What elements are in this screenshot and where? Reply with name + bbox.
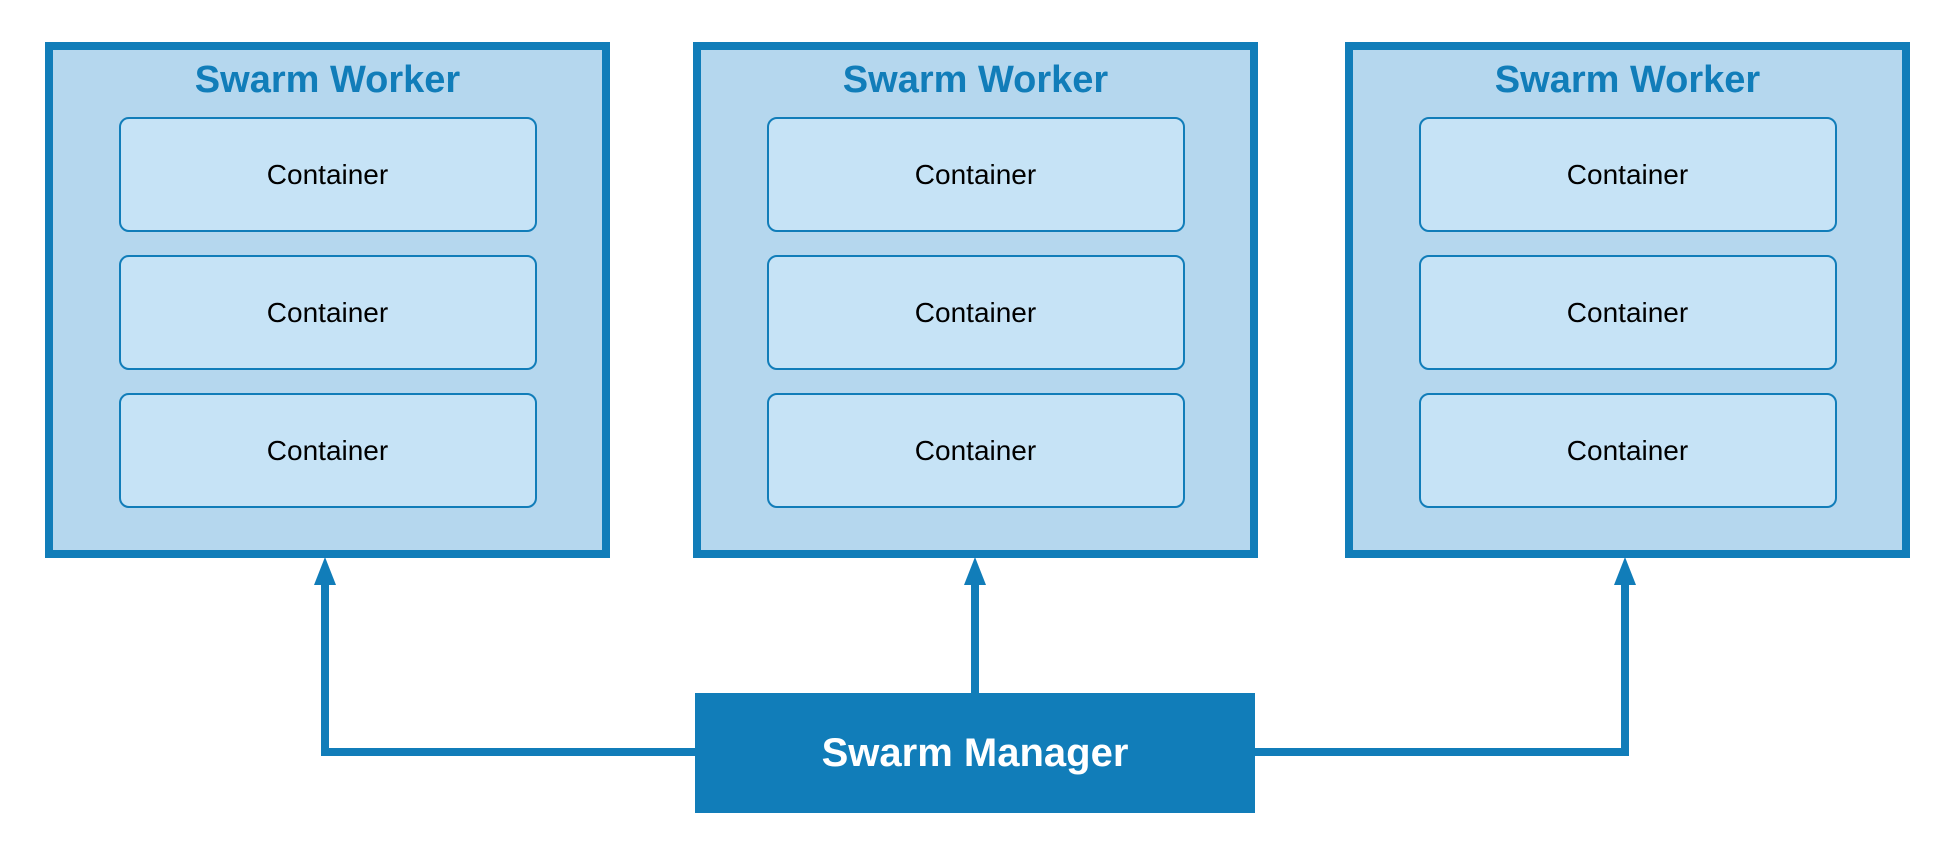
- container-list: Container Container Container: [701, 117, 1250, 508]
- manager-node: Swarm Manager: [695, 693, 1255, 813]
- container-label: Container: [914, 158, 1037, 190]
- container-box: Container: [118, 117, 537, 232]
- container-label: Container: [914, 434, 1037, 466]
- edge-segment-vertical: [971, 584, 979, 693]
- container-label: Container: [266, 434, 389, 466]
- container-box: Container: [766, 393, 1185, 508]
- edge-segment-vertical: [1621, 584, 1629, 756]
- arrowhead-up-icon: [314, 557, 336, 585]
- container-box: Container: [118, 393, 537, 508]
- container-box: Container: [118, 255, 537, 370]
- container-box: Container: [1418, 117, 1837, 232]
- container-list: Container Container Container: [53, 117, 602, 508]
- worker-title: Swarm Worker: [1494, 59, 1761, 101]
- container-box: Container: [766, 255, 1185, 370]
- worker-node-1: Swarm Worker Container Container Contain…: [45, 42, 610, 558]
- arrowhead-up-icon: [1614, 557, 1636, 585]
- edge-segment-vertical: [321, 584, 329, 756]
- container-label: Container: [266, 296, 389, 328]
- worker-node-2: Swarm Worker Container Container Contain…: [693, 42, 1258, 558]
- manager-label: Swarm Manager: [821, 730, 1129, 775]
- worker-title: Swarm Worker: [842, 59, 1109, 101]
- container-label: Container: [1566, 296, 1689, 328]
- edge-segment-horizontal: [321, 748, 695, 756]
- container-label: Container: [1566, 434, 1689, 466]
- worker-node-3: Swarm Worker Container Container Contain…: [1345, 42, 1910, 558]
- worker-title: Swarm Worker: [194, 59, 461, 101]
- container-box: Container: [1418, 393, 1837, 508]
- container-list: Container Container Container: [1353, 117, 1902, 508]
- edge-segment-horizontal: [1255, 748, 1629, 756]
- container-label: Container: [266, 158, 389, 190]
- container-label: Container: [914, 296, 1037, 328]
- container-label: Container: [1566, 158, 1689, 190]
- container-box: Container: [766, 117, 1185, 232]
- arrowhead-up-icon: [964, 557, 986, 585]
- container-box: Container: [1418, 255, 1837, 370]
